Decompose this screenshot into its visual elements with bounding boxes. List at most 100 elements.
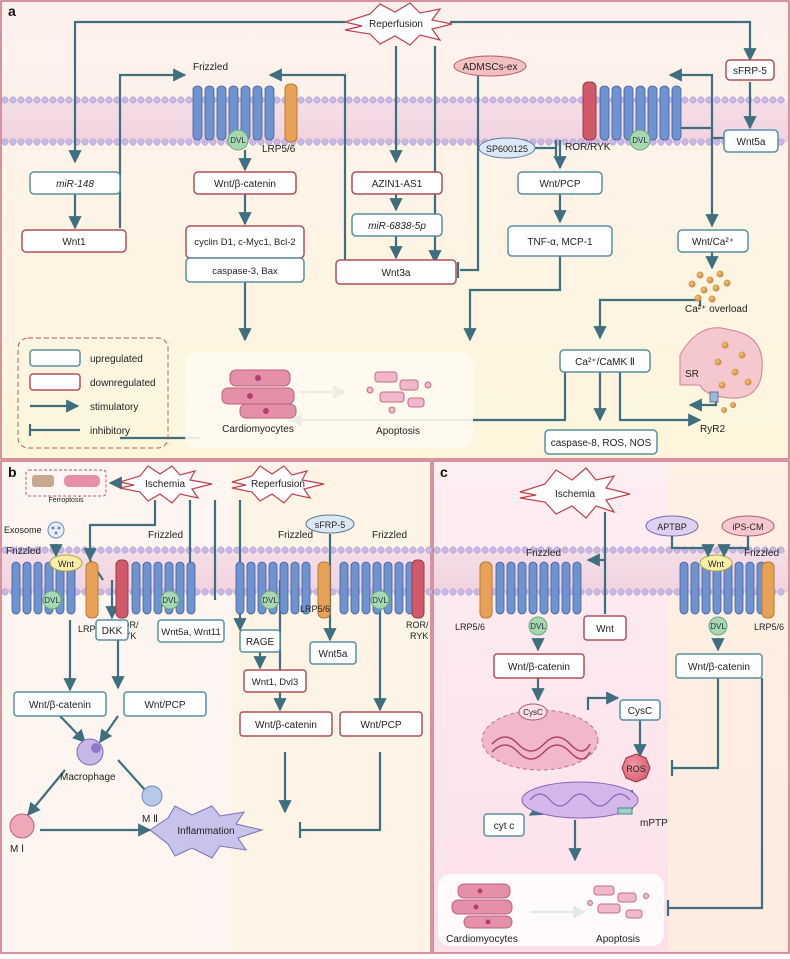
wnt-pcp-label-b2: Wnt/PCP [360,720,401,731]
lipid-head [1,96,9,104]
lrp56-label-b2: LRP5/6 [300,604,330,614]
lipid-head [129,546,137,554]
lipid-head [289,546,297,554]
lipid-head [305,138,313,146]
ryr2-label: RyR2 [700,424,725,435]
reperfusion-label-a: Reperfusion [369,19,423,30]
lipid-head [425,588,433,596]
lipid-head [353,96,361,104]
mitochondrion-c [521,781,639,819]
ror-ryk-label-a: ROR/RYK [565,142,611,153]
dvl-b4: DVL [370,590,390,610]
lipid-head [81,138,89,146]
lipid-head [449,588,457,596]
lipid-head [65,96,73,104]
lipid-head [761,546,769,554]
lipid-head [401,96,409,104]
frizzled-label-b4: Frizzled [372,530,407,541]
dvl-c1: DVL [528,616,548,636]
lipid-head [649,588,657,596]
lipid-head [441,546,449,554]
transmembrane-helix [252,85,263,141]
caspase8-box: caspase-8, ROS, NOS [544,429,658,455]
wnt1-box-a: Wnt1 [21,229,127,253]
wnt5a-wnt11-label: Wnt5a, Wnt11 [161,627,221,638]
lipid-head [729,96,737,104]
lipid-head [9,546,17,554]
transmembrane-helix [11,561,21,615]
transmembrane-helix [246,561,256,615]
lipid-head [65,546,73,554]
lipid-head [329,96,337,104]
lipid-head [313,546,321,554]
lipid-head [425,138,433,146]
wnt5a-box-b: Wnt5a [309,641,357,665]
dvl-b2: DVL [160,590,180,610]
cardiomyocytes-image-a [221,369,297,419]
lipid-head [657,588,665,596]
sfrp5-box-a: sFRP-5 [725,59,775,81]
dvl-label-c2: DVL [710,622,726,631]
lipid-head [97,588,105,596]
reperfusion-burst-b: Reperfusion [231,465,325,504]
frizzled-label-b2: Frizzled [148,530,183,541]
lipid-head [193,546,201,554]
dkk-label: DKK [102,626,123,637]
lipid-head [57,546,65,554]
ca-overload-label: Ca²⁺ overload [685,304,748,315]
transmembrane-helix [175,561,185,615]
lipid-head [713,96,721,104]
ros-c: ROS [621,753,651,783]
lipid-head [617,138,625,146]
inflammation-burst: Inflammation [149,805,264,859]
reperfusion-burst-a: Reperfusion [342,2,453,46]
lipid-head [425,546,433,554]
legend-inhibitory: inhibitory [90,426,130,437]
frizzled-label-b1: Frizzled [6,546,41,557]
sfrp5-oval-b: sFRP-5 [305,514,355,534]
transmembrane-helix [517,561,527,615]
lipid-head [545,96,553,104]
lipid-head [665,546,673,554]
transmembrane-helix [690,561,700,615]
lipid-head [257,546,265,554]
lipid-head [449,96,457,104]
lipid-head [17,96,25,104]
arrows-a [68,20,757,440]
lipid-head [25,138,33,146]
lipid-head [33,546,41,554]
transmembrane-helix [153,561,163,615]
lipid-head [41,546,49,554]
inflammation-label: Inflammation [177,826,234,837]
lipid-head [633,588,641,596]
lipid-head [409,546,417,554]
lipid-head [57,96,65,104]
lipid-head [457,588,465,596]
transmembrane-helix [350,561,360,615]
lipid-head [593,546,601,554]
lipid-head [377,96,385,104]
transmembrane-helix [561,561,571,615]
panel-c-right-tint [668,465,787,951]
mir6838-label: miR-6838-5p [368,221,426,232]
lipid-head [489,546,497,554]
frizzled-receptor-a [192,85,275,141]
lipid-head [161,138,169,146]
lrp56-c2 [761,561,775,619]
wnt-ca-box: Wnt/Ca²⁺ [677,229,749,253]
wnt-bcatenin-box-b1: Wnt/β-catenin [13,691,107,717]
lipid-head [329,138,337,146]
lipid-head [345,546,353,554]
wnt-box-c: Wnt [583,615,627,641]
lipid-head [641,588,649,596]
cardiomyocytes-image-c [451,883,513,929]
lipid-head [305,96,313,104]
lipid-head [337,138,345,146]
lipid-head [497,96,505,104]
lipid-head [1,138,9,146]
lipid-head [137,138,145,146]
lrp56-b2 [317,561,331,619]
cell-panel-a: Cardiomyocytes Apoptosis [185,352,473,448]
dvl-label-a2: DVL [632,136,648,145]
lipid-head [433,546,441,554]
